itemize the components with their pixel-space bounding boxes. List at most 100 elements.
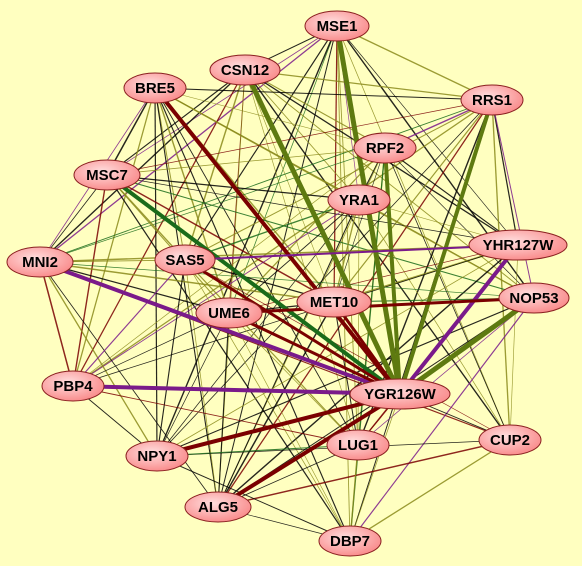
node-yra1[interactable]: YRA1 <box>327 184 391 216</box>
node-rrs1[interactable]: RRS1 <box>460 84 524 116</box>
edge-sas5-yhr127w <box>184 244 519 261</box>
edge-sas5-pbp4 <box>72 259 186 387</box>
node-mse1[interactable]: MSE1 <box>304 10 370 42</box>
edge-csn12-mni2 <box>39 69 246 263</box>
edge-sas5-ygr126w <box>183 258 402 396</box>
edge-csn12-rpf2 <box>244 69 386 149</box>
node-nop53[interactable]: NOP53 <box>498 282 570 314</box>
node-shape-met10[interactable] <box>296 286 372 318</box>
edge-yhr127w-alg5 <box>217 244 519 508</box>
node-mni2[interactable]: MNI2 <box>6 246 74 278</box>
edge-nop53-npy1 <box>156 297 535 457</box>
node-msc7[interactable]: MSC7 <box>73 159 141 191</box>
node-csn12[interactable]: CSN12 <box>209 54 281 86</box>
edge-nop53-lug1 <box>357 297 535 446</box>
edge-rrs1-nop53 <box>491 99 535 299</box>
edge-rrs1-ygr126w <box>398 98 494 396</box>
edge-mni2-met10 <box>39 261 335 303</box>
edge-rpf2-ygr126w <box>383 146 402 396</box>
edge-ume6-pbp4 <box>72 312 230 387</box>
edge-alg5-ygr126w <box>216 392 402 509</box>
node-alg5[interactable]: ALG5 <box>184 491 252 523</box>
node-shape-cup2[interactable] <box>478 424 542 456</box>
edge-rrs1-mni2 <box>39 99 493 263</box>
edge-mse1-cup2 <box>336 25 511 441</box>
node-lug1[interactable]: LUG1 <box>326 429 390 461</box>
node-shape-mse1[interactable] <box>304 10 370 42</box>
edge-csn12-msc7 <box>106 69 246 176</box>
node-shape-dbp7[interactable] <box>318 525 382 557</box>
edge-rrs1-cup2 <box>491 99 511 441</box>
edge-lug1-dbp7 <box>349 444 359 542</box>
edge-ume6-alg5 <box>217 312 230 508</box>
node-dbp7[interactable]: DBP7 <box>318 525 382 557</box>
node-shape-npy1[interactable] <box>125 440 189 472</box>
node-sas5[interactable]: SAS5 <box>154 244 216 276</box>
node-shape-mni2[interactable] <box>6 246 74 278</box>
edge-csn12-nop53 <box>244 69 535 299</box>
edge-mse1-sas5 <box>184 25 338 261</box>
node-yhr127w[interactable]: YHR127W <box>468 229 568 261</box>
node-label-mse1: MSE1 <box>317 18 358 35</box>
edge-yra1-cup2 <box>358 199 511 441</box>
node-bre5[interactable]: BRE5 <box>123 72 187 104</box>
edge-npy1-ygr126w <box>155 392 402 458</box>
edge-mse1-msc7 <box>106 25 338 176</box>
edge-mni2-pbp4 <box>39 261 74 387</box>
node-shape-ygr126w[interactable] <box>349 378 451 410</box>
edge-pbp4-lug1 <box>72 385 359 446</box>
node-shape-bre5[interactable] <box>123 72 187 104</box>
node-met10[interactable]: MET10 <box>296 286 372 318</box>
edge-mni2-npy1 <box>39 261 158 457</box>
edge-pbp4-ygr126w <box>71 384 402 396</box>
node-label-rrs1: RRS1 <box>472 92 512 109</box>
node-pbp4[interactable]: PBP4 <box>41 370 105 402</box>
node-label-nop53: NOP53 <box>509 290 558 307</box>
node-ume6[interactable]: UME6 <box>195 297 263 329</box>
node-shape-msc7[interactable] <box>73 159 141 191</box>
node-shape-csn12[interactable] <box>209 54 281 86</box>
node-label-ygr126w: YGR126W <box>364 386 437 403</box>
edge-mse1-npy1 <box>156 25 338 457</box>
edge-ygr126w-dbp7 <box>349 393 401 542</box>
edge-mse1-lug1 <box>336 25 359 446</box>
edge-lug1-npy1 <box>156 444 359 457</box>
node-shape-pbp4[interactable] <box>41 370 105 402</box>
node-npy1[interactable]: NPY1 <box>125 440 189 472</box>
node-shape-lug1[interactable] <box>326 429 390 461</box>
node-shape-yhr127w[interactable] <box>468 229 568 261</box>
edge-rrs1-sas5 <box>184 99 493 261</box>
edge-mse1-yhr127w <box>336 25 519 246</box>
edge-msc7-dbp7 <box>106 174 351 542</box>
node-label-met10: MET10 <box>310 294 358 311</box>
node-shape-sas5[interactable] <box>154 244 216 276</box>
edge-yhr127w-cup2 <box>509 244 519 441</box>
edge-mse1-mni2 <box>39 25 338 263</box>
node-rpf2[interactable]: RPF2 <box>353 132 417 164</box>
edge-csn12-lug1 <box>244 69 359 446</box>
edge-csn12-ygr126w <box>242 67 403 397</box>
edge-yhr127w-npy1 <box>156 244 519 457</box>
node-shape-yra1[interactable] <box>327 184 391 216</box>
node-shape-ume6[interactable] <box>195 297 263 329</box>
edge-sas5-cup2 <box>184 259 511 441</box>
node-label-alg5: ALG5 <box>198 499 238 516</box>
node-shape-alg5[interactable] <box>184 491 252 523</box>
node-cup2[interactable]: CUP2 <box>478 424 542 456</box>
node-ygr126w[interactable]: YGR126W <box>349 378 451 410</box>
node-shape-rpf2[interactable] <box>353 132 417 164</box>
node-label-sas5: SAS5 <box>165 252 204 269</box>
edge-sas5-lug1 <box>184 259 359 446</box>
node-shape-rrs1[interactable] <box>460 84 524 116</box>
edge-met10-alg5 <box>217 301 335 508</box>
node-label-yra1: YRA1 <box>339 192 379 209</box>
edge-rpf2-nop53 <box>384 147 535 299</box>
edge-msc7-ume6 <box>106 174 230 314</box>
edge-met10-ygr126w <box>332 300 402 396</box>
edge-bre5-pbp4 <box>72 87 156 387</box>
edge-ume6-npy1 <box>156 312 230 457</box>
edge-mse1-rrs1 <box>336 25 493 101</box>
node-label-cup2: CUP2 <box>490 432 530 449</box>
node-shape-nop53[interactable] <box>498 282 570 314</box>
